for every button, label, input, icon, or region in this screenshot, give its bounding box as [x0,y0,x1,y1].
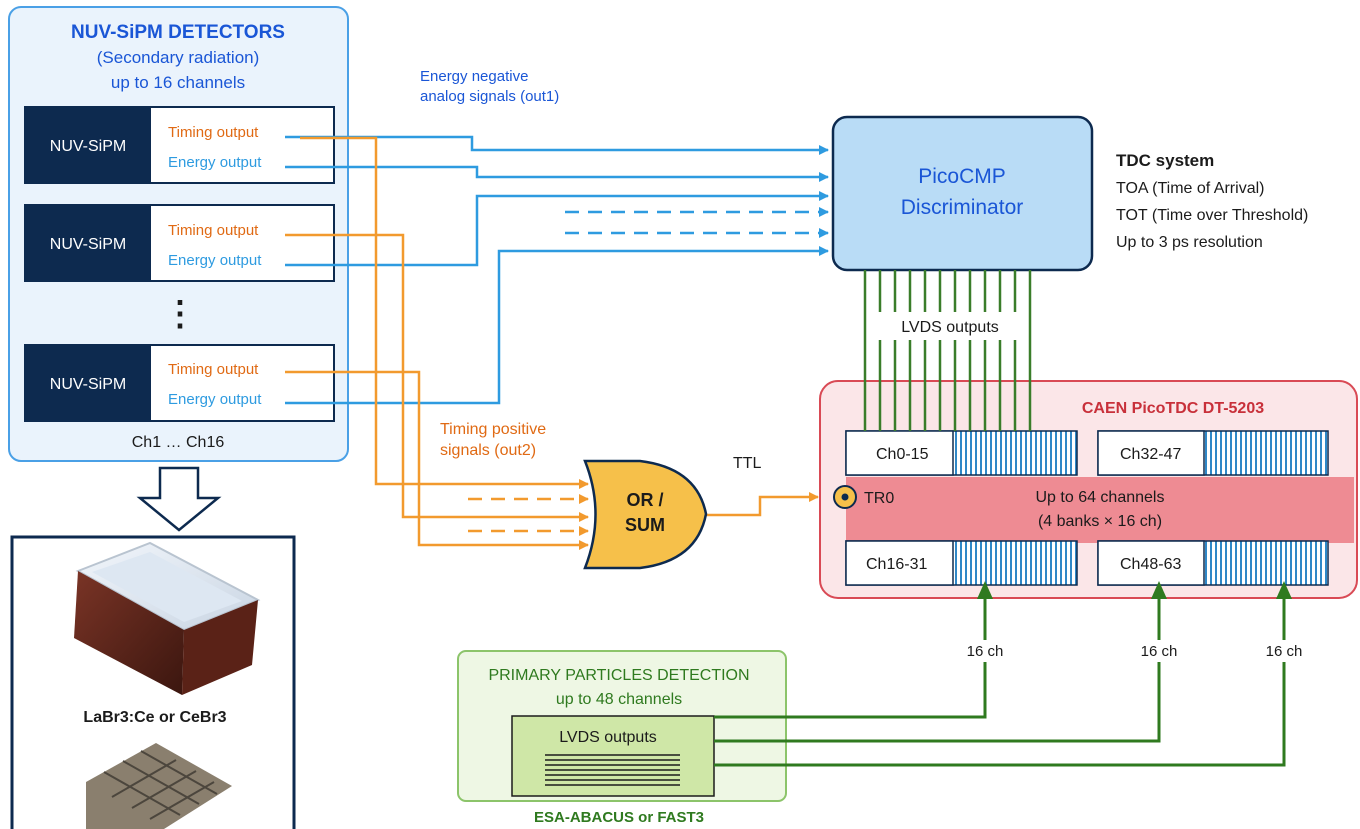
detectors-title: NUV-SiPM DETECTORS [71,22,285,43]
energy-signal-lines [285,135,829,405]
or-gate-label-1: OR / [626,490,663,510]
picotdc-box: CAEN PicoTDC DT-5203 Ch0-15 Ch32-47 Ch16… [819,380,1358,599]
modules-ellipsis: ⋮ [163,295,197,333]
primary-to-tdc-lines [714,581,1292,767]
primary-panel: PRIMARY PARTICLES DETECTION up to 48 cha… [457,650,787,802]
crystal-panel: LaBr3:Ce or CeBr3 [10,535,296,829]
primary-title: PRIMARY PARTICLES DETECTION [488,667,749,684]
down-arrow-icon [136,466,222,532]
discriminator-label-1: PicoCMP [918,165,1006,188]
crystal-image [74,541,261,695]
primary-outputs-label: LVDS outputs [559,729,657,746]
primary-count: up to 48 channels [556,691,682,708]
timing-signals-label-1: Timing positive [440,421,546,438]
picotdc-info-2: (4 banks × 16 ch) [1038,513,1162,530]
tdc-title: TDC system [1116,151,1214,170]
lvds-lines [863,270,1032,431]
tdc-line: Up to 3 ps resolution [1116,234,1263,251]
sipm-label: NUV-SiPM [50,376,126,393]
tr0-label: TR0 [864,490,894,507]
primary-output-bars [545,754,680,786]
sipm-module: NUV-SiPM Timing output Energy output [24,344,335,422]
timing-signals-label-2: signals (out2) [440,442,536,459]
bank-ch16-31: Ch16-31 [845,540,1078,586]
input-16ch-label: 16 ch [1266,643,1303,660]
ttl-label: TTL [733,455,762,472]
detectors-panel: NUV-SiPM DETECTORS (Secondary radiation)… [8,6,349,462]
bank-ch48-63: Ch48-63 [1097,540,1329,586]
crystal-label: LaBr3:Ce or CeBr3 [83,709,226,726]
timing-output-label: Timing output [168,222,259,239]
bank-ch0-15: Ch0-15 [845,430,1078,476]
input-16ch-label: 16 ch [967,643,1004,660]
energy-signals-label-1: Energy negative [420,68,528,85]
detectors-count: up to 16 channels [111,73,245,92]
discriminator-label-2: Discriminator [901,196,1024,219]
energy-signals-label-2: analog signals (out1) [420,88,559,105]
timing-output-label: Timing output [168,124,259,141]
bank-label: Ch32-47 [1120,446,1181,463]
bank-ch32-47: Ch32-47 [1097,430,1329,476]
sipm-module: NUV-SiPM Timing output Energy output [24,204,335,282]
or-sum-gate: OR / SUM [583,459,708,570]
detectors-subtitle: (Secondary radiation) [97,48,260,67]
timing-output-label: Timing output [168,361,259,378]
tdc-line: TOT (Time over Threshold) [1116,207,1308,224]
bank-label: Ch48-63 [1120,556,1181,573]
picotdc-info-1: Up to 64 channels [1036,489,1165,506]
discriminator-box: PicoCMP Discriminator [831,115,1094,272]
input-16ch-label: 16 ch [1141,643,1178,660]
sipm-module: NUV-SiPM Timing output Energy output [24,106,335,184]
sipm-label: NUV-SiPM [50,236,126,253]
picotdc-title: CAEN PicoTDC DT-5203 [1082,400,1264,417]
or-gate-label-2: SUM [625,515,665,535]
tdc-line: TOA (Time of Arrival) [1116,180,1264,197]
sipm-array-image [86,743,232,829]
energy-output-label: Energy output [168,154,262,171]
energy-output-label: Energy output [168,391,262,408]
energy-output-label: Energy output [168,252,262,269]
lvds-outputs-label: LVDS outputs [901,319,999,336]
channels-label: Ch1 … Ch16 [132,434,225,451]
sipm-label: NUV-SiPM [50,138,126,155]
timing-signal-lines [285,136,819,550]
bank-label: Ch0-15 [876,446,929,463]
primary-footer: ESA-ABACUS or FAST3 [534,809,704,826]
bank-label: Ch16-31 [866,556,927,573]
